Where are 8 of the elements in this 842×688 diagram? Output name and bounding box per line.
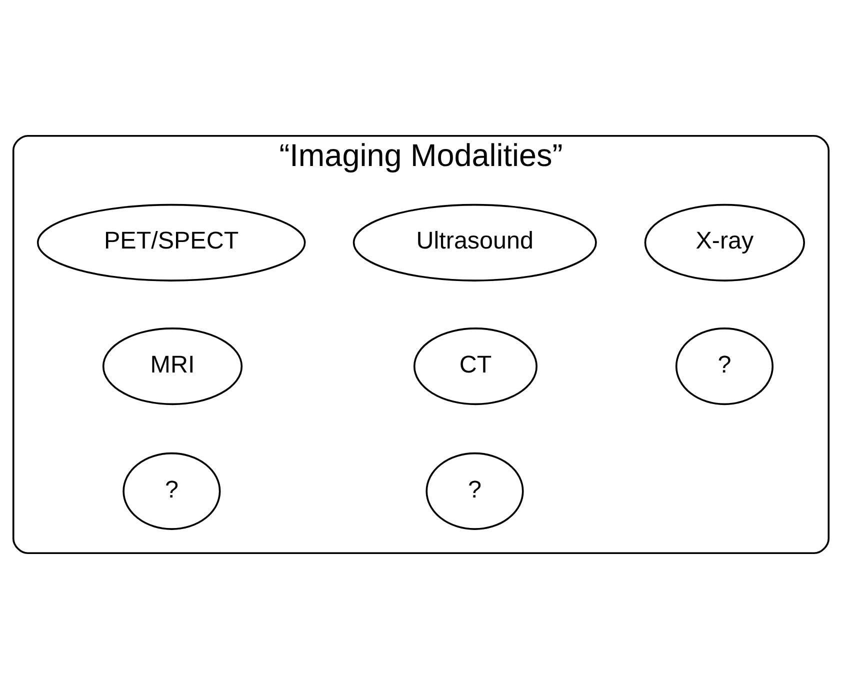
node-ellipse: MRI xyxy=(102,327,243,405)
node-ellipse: X-ray xyxy=(644,203,806,281)
node-ellipse: CT xyxy=(413,327,538,405)
node-ellipse: ? xyxy=(675,327,774,405)
node-ellipse: ? xyxy=(122,452,221,530)
node-ellipse: Ultrasound xyxy=(352,203,597,281)
node-ellipse: PET/SPECT xyxy=(36,203,306,281)
node-ellipse: ? xyxy=(426,452,524,530)
